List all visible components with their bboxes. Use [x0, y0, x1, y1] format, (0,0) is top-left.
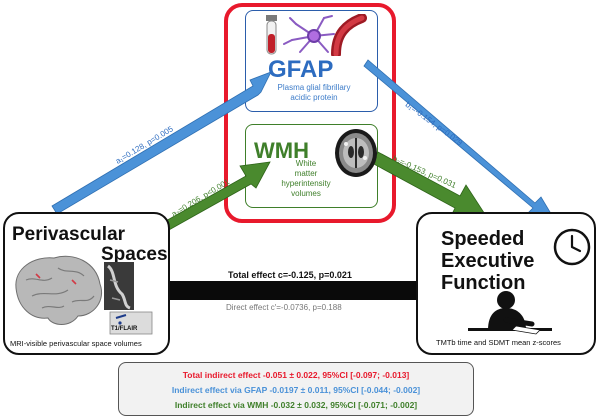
arrow-a2	[154, 161, 271, 236]
person-writing-icon	[468, 291, 552, 335]
arrow-total	[170, 272, 442, 310]
pvs-title-line1: Perivascular	[12, 224, 126, 245]
gfap-title: GFAP	[268, 56, 334, 83]
brain-icon	[15, 255, 102, 325]
brain-mri-icon	[335, 129, 377, 177]
wmh-title: WMH	[254, 138, 309, 163]
gfap-subtitle-line1: Plasma glial fibrillary	[277, 83, 351, 92]
blood-vessel-icon	[331, 14, 367, 56]
direct-effect-label: Direct effect c′=-0.0736, p=0.188	[226, 303, 342, 312]
indirect-effect-wmh: Indirect effect via WMH -0.032 ± 0.032, …	[174, 400, 418, 410]
pvs-illustration	[15, 255, 153, 335]
gfap-subtitle: Plasma glial fibrillary acidic protein	[258, 83, 370, 103]
summary-box	[118, 362, 474, 416]
wmh-subtitle-line2: matter	[294, 169, 318, 178]
total-indirect-effect: Total indirect effect -0.051 ± 0.022, 95…	[182, 370, 410, 380]
arrow-b2	[371, 151, 491, 223]
total-effect-label: Total effect c=-0.125, p=0.021	[228, 270, 352, 280]
wmh-subtitle-line3: hyperintensity	[281, 179, 331, 188]
sef-title-line2: Executive	[441, 250, 535, 272]
arrow-a1	[51, 71, 272, 215]
wmh-subtitle: White matter hyperintensity volumes	[270, 159, 342, 199]
blood-tube-icon	[266, 15, 277, 55]
indirect-effect-gfap: Indirect effect via GFAP -0.0197 ± 0.011…	[171, 385, 421, 395]
t1-flair-inset	[109, 311, 153, 335]
wmh-subtitle-line1: White	[295, 159, 317, 168]
gfap-subtitle-line2: acidic protein	[290, 93, 338, 102]
gfap-illustration	[266, 14, 367, 56]
pvs-title-line2: Spaces	[101, 244, 168, 265]
t1-flair-label: T1/FLAIR	[111, 326, 138, 332]
clock-icon	[553, 228, 591, 266]
astrocyte-icon	[283, 15, 335, 53]
wmh-subtitle-line4: volumes	[291, 189, 321, 198]
arrow-b1	[363, 59, 557, 223]
pvs-caption: MRI-visible perivascular space volumes	[10, 339, 142, 348]
sef-title-line1: Speeded	[441, 228, 525, 250]
sef-title-line3: Function	[441, 272, 526, 294]
sef-caption: TMTb time and SDMT mean z-scores	[436, 338, 561, 347]
mri-slice-icon	[104, 262, 134, 310]
